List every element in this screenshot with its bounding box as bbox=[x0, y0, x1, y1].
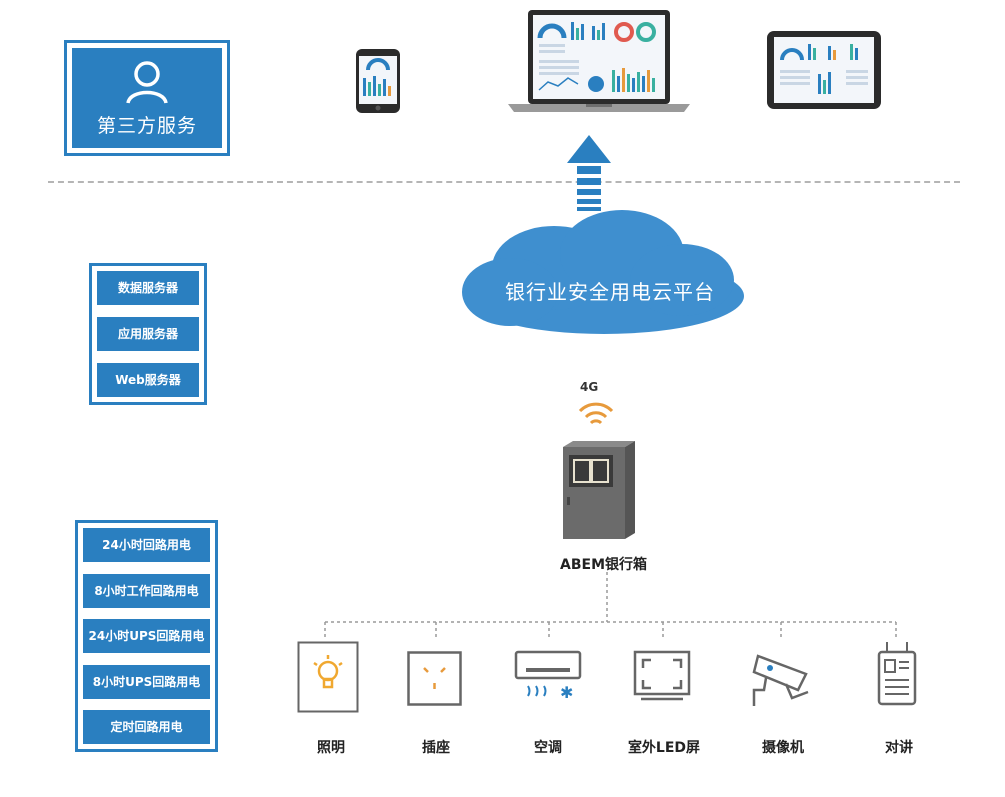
circuit-8h-ups-item: 8小时UPS回路用电 bbox=[83, 664, 210, 699]
circuit-timed-item: 定时回路用电 bbox=[83, 710, 210, 744]
data-server-item: 数据服务器 bbox=[97, 271, 199, 305]
abem-cabinet-label: ABEM银行箱 bbox=[560, 557, 648, 573]
tier-divider-line bbox=[48, 181, 960, 183]
third-party-service-label: 第三方服务 bbox=[96, 114, 197, 137]
cloud-platform-label: 银行业安全用电云平台 bbox=[505, 280, 715, 304]
intercom-label: 对讲 bbox=[885, 740, 913, 756]
lighting-label: 照明 bbox=[317, 740, 345, 756]
circuit-24h-item: 24小时回路用电 bbox=[83, 528, 210, 562]
web-server-item: Web服务器 bbox=[97, 363, 199, 397]
server-group: 数据服务器 应用服务器 Web服务器 bbox=[89, 263, 207, 405]
tablet-device bbox=[767, 31, 881, 109]
signal-4g-label: 4G bbox=[580, 380, 599, 394]
smartphone-device bbox=[356, 49, 400, 113]
user-icon bbox=[126, 60, 168, 104]
outdoor-led-screen-label: 室外LED屏 bbox=[627, 740, 701, 756]
light-bulb-icon bbox=[297, 641, 359, 713]
air-conditioner-label: 空调 bbox=[534, 740, 562, 756]
svg-text:✱: ✱ bbox=[560, 683, 573, 702]
circuit-group: 24小时回路用电 8小时工作回路用电 24小时UPS回路用电 8小时UPS回路用… bbox=[75, 520, 218, 752]
power-socket-icon bbox=[407, 651, 462, 706]
circuit-8h-work-item: 8小时工作回路用电 bbox=[83, 573, 210, 608]
abem-cabinet-device bbox=[563, 441, 635, 539]
circuit-24h-ups-item: 24小时UPS回路用电 bbox=[83, 619, 210, 653]
air-conditioner-icon: ✱ bbox=[514, 650, 582, 702]
application-server-item: 应用服务器 bbox=[97, 317, 199, 351]
socket-label: 插座 bbox=[422, 740, 450, 756]
security-camera-icon bbox=[752, 654, 809, 706]
third-party-service-box: 第三方服务 bbox=[64, 40, 230, 156]
third-party-service-panel: 第三方服务 bbox=[72, 48, 222, 148]
intercom-icon bbox=[877, 642, 917, 706]
wifi-signal-icon bbox=[578, 402, 614, 425]
led-screen-icon bbox=[633, 650, 691, 701]
laptop-device bbox=[508, 10, 690, 112]
camera-label: 摄像机 bbox=[762, 740, 804, 756]
cloud-shape bbox=[462, 210, 744, 334]
upload-arrow-icon bbox=[567, 135, 611, 211]
